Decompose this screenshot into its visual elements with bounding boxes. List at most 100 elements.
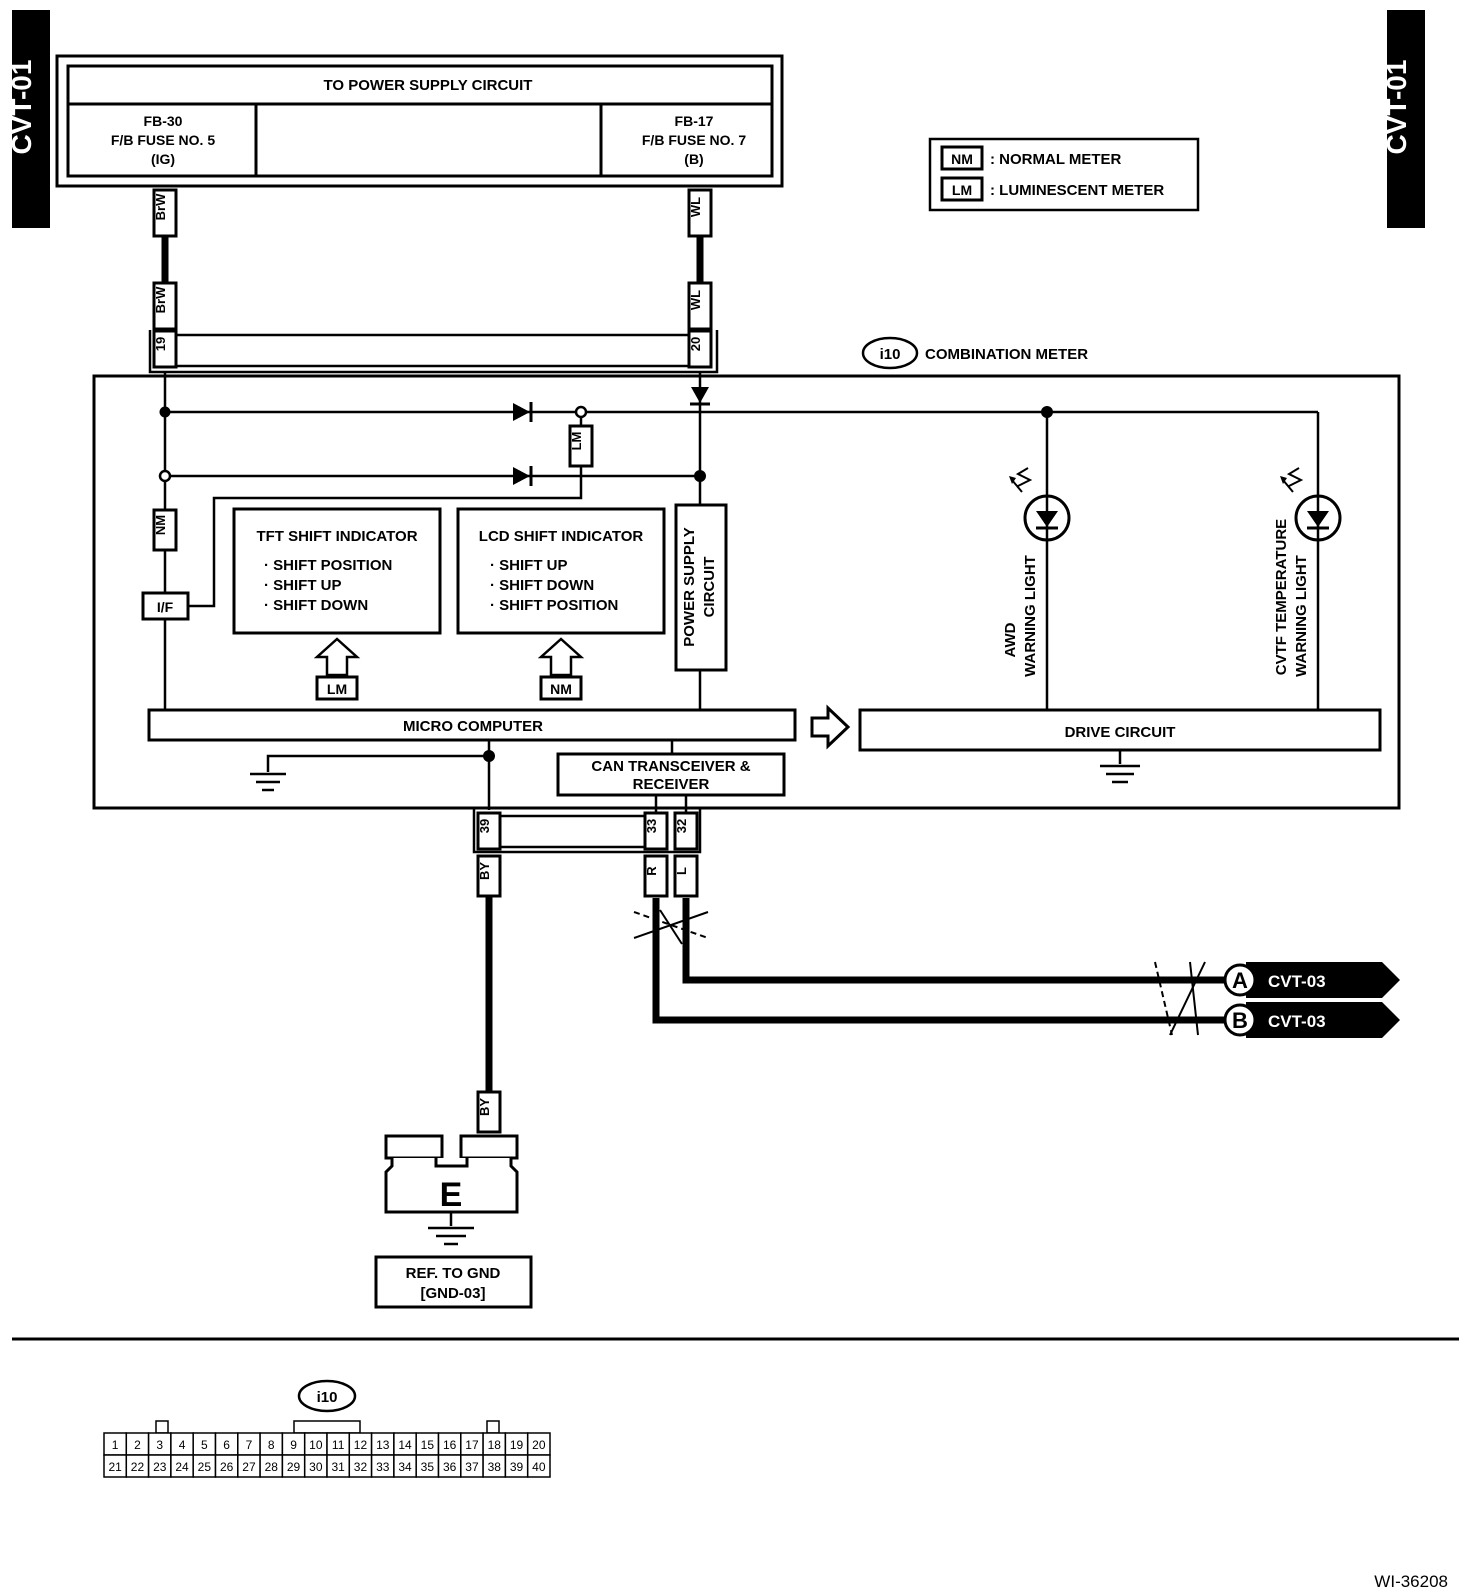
pin-number: 37 — [465, 1460, 479, 1474]
wire-brw: BrW BrW — [152, 188, 178, 331]
micro-computer-block: MICRO COMPUTER — [147, 708, 797, 742]
pin-number: 30 — [309, 1460, 323, 1474]
pin-number: 18 — [488, 1438, 502, 1452]
tft-item-2: · SHIFT UP — [264, 577, 342, 594]
combination-meter-outline — [92, 374, 1401, 810]
pin-number: 9 — [290, 1438, 297, 1452]
awd-warning-light: AWD WARNING LIGHT — [1002, 467, 1071, 677]
drive-circuit-label: DRIVE CIRCUIT — [1065, 724, 1176, 741]
link-a[interactable]: A CVT-03 — [1223, 962, 1400, 998]
power-supply-block: TO POWER SUPPLY CIRCUIT FB-30 F/B FUSE N… — [55, 54, 784, 188]
right-fuse-line-3: (B) — [684, 151, 703, 167]
pin-number: 6 — [223, 1438, 230, 1452]
pin-number: 1 — [112, 1438, 119, 1452]
connector-id: i10 COMBINATION METER — [861, 336, 1088, 370]
connector-name-label: COMBINATION METER — [925, 346, 1088, 363]
pin-number: 40 — [532, 1460, 546, 1474]
pin-number: 13 — [376, 1438, 390, 1452]
pin-number: 4 — [179, 1438, 186, 1452]
power-supply-circuit-block: POWER SUPPLY CIRCUIT — [674, 503, 728, 672]
ground-reference[interactable]: REF. TO GND [GND-03] — [374, 1255, 533, 1309]
can-line-1: CAN TRANSCEIVER & — [591, 758, 750, 775]
right-fuse-line-1: FB-17 — [675, 113, 714, 129]
lcd-source-tag: NM — [550, 681, 572, 697]
tft-arrow-icon — [313, 637, 361, 677]
wire-can-l: L — [673, 854, 1228, 984]
ground-letter: E — [440, 1176, 463, 1214]
nm-tag-label: NM — [153, 515, 168, 535]
ground-ref-line-2: [GND-03] — [420, 1285, 485, 1302]
pin-number: 12 — [354, 1438, 368, 1452]
pin-number: 29 — [287, 1460, 301, 1474]
pin-number: 22 — [131, 1460, 145, 1474]
cvtf-line-2: WARNING LIGHT — [1293, 555, 1310, 677]
pin-number: 39 — [510, 1460, 524, 1474]
power-circuit-line-2: CIRCUIT — [701, 557, 718, 618]
connector-id-label: i10 — [880, 346, 901, 363]
link-b[interactable]: B CVT-03 — [1223, 1002, 1400, 1038]
drive-circuit-block: DRIVE CIRCUIT — [858, 708, 1382, 752]
interface-block: I/F — [141, 591, 190, 621]
pin-number: 33 — [376, 1460, 390, 1474]
legend-nm-text: : NORMAL METER — [990, 151, 1122, 168]
lcd-item-2: · SHIFT DOWN — [490, 577, 594, 594]
cvtf-warning-light: CVTF TEMPERATURE WARNING LIGHT — [1273, 467, 1342, 677]
can-line-2: RECEIVER — [633, 776, 710, 793]
pin-number: 32 — [354, 1460, 368, 1474]
pin-cell — [526, 1454, 551, 1478]
pin-number: 5 — [201, 1438, 208, 1452]
pin-number: 10 — [309, 1438, 323, 1452]
left-fuse-line-2: F/B FUSE NO. 5 — [111, 132, 215, 148]
power-supply-title: TO POWER SUPPLY CIRCUIT — [324, 77, 533, 94]
pin-number: 31 — [331, 1460, 345, 1474]
tft-item-3: · SHIFT DOWN — [264, 597, 368, 614]
lcd-item-3: · SHIFT POSITION — [490, 597, 618, 614]
lcd-item-1: · SHIFT UP — [490, 557, 568, 574]
tft-title: TFT SHIFT INDICATOR — [256, 528, 417, 545]
meter-ground-right — [1100, 750, 1140, 784]
lm-tag-label: LM — [569, 432, 584, 451]
wire-label-wl-upper: WL — [688, 197, 703, 217]
pin-number: 27 — [242, 1460, 256, 1474]
legend-badge-lm-text: LM — [952, 182, 972, 198]
pin-number: 8 — [268, 1438, 275, 1452]
link-b-target: CVT-03 — [1268, 1012, 1326, 1031]
pin-number: 35 — [421, 1460, 435, 1474]
right-fuse-line-2: F/B FUSE NO. 7 — [642, 132, 746, 148]
wire-label-wl-lower: WL — [688, 290, 703, 310]
pin-number: 11 — [332, 1438, 345, 1452]
pin-number: 3 — [156, 1438, 163, 1452]
tft-item-1: · SHIFT POSITION — [264, 557, 392, 574]
pin-number: 34 — [398, 1460, 412, 1474]
tft-shift-indicator: TFT SHIFT INDICATOR · SHIFT POSITION · S… — [232, 507, 442, 701]
connector-bottom: 39 33 32 — [472, 808, 702, 854]
figure-id: WI-36208 — [1374, 1572, 1448, 1591]
pin-number: 7 — [246, 1438, 253, 1452]
link-a-target: CVT-03 — [1268, 972, 1326, 991]
ground-terminal-e: E — [384, 1134, 519, 1246]
awd-line-1: AWD — [1002, 622, 1019, 657]
cvtf-line-1: CVTF TEMPERATURE — [1273, 519, 1290, 675]
page-tab-left: CVT-01 — [6, 10, 50, 228]
pin-32: 32 — [674, 819, 689, 833]
pin-number: 28 — [265, 1460, 279, 1474]
pin-number: 15 — [421, 1438, 435, 1452]
left-fuse-line-1: FB-30 — [144, 113, 183, 129]
pin-number: 14 — [398, 1438, 412, 1452]
wire-label-by-lower: BY — [477, 1098, 492, 1116]
pin-39: 39 — [477, 819, 492, 833]
lcd-title: LCD SHIFT INDICATOR — [479, 528, 644, 545]
wire-label-brw-lower: BrW — [153, 286, 168, 313]
pin-number: 2 — [134, 1438, 141, 1452]
pin-number: 25 — [198, 1460, 212, 1474]
pin-number: 38 — [488, 1460, 502, 1474]
ground-ref-line-1: REF. TO GND — [406, 1265, 501, 1282]
pin-number: 36 — [443, 1460, 457, 1474]
pin-number: 19 — [510, 1438, 524, 1452]
tft-source-tag: LM — [327, 681, 347, 697]
legend-badge-nm — [940, 145, 984, 171]
power-circuit-line-1: POWER SUPPLY — [681, 527, 698, 646]
pin-number: 17 — [465, 1438, 479, 1452]
link-b-letter: B — [1232, 1008, 1248, 1033]
pin-number: 23 — [153, 1460, 167, 1474]
